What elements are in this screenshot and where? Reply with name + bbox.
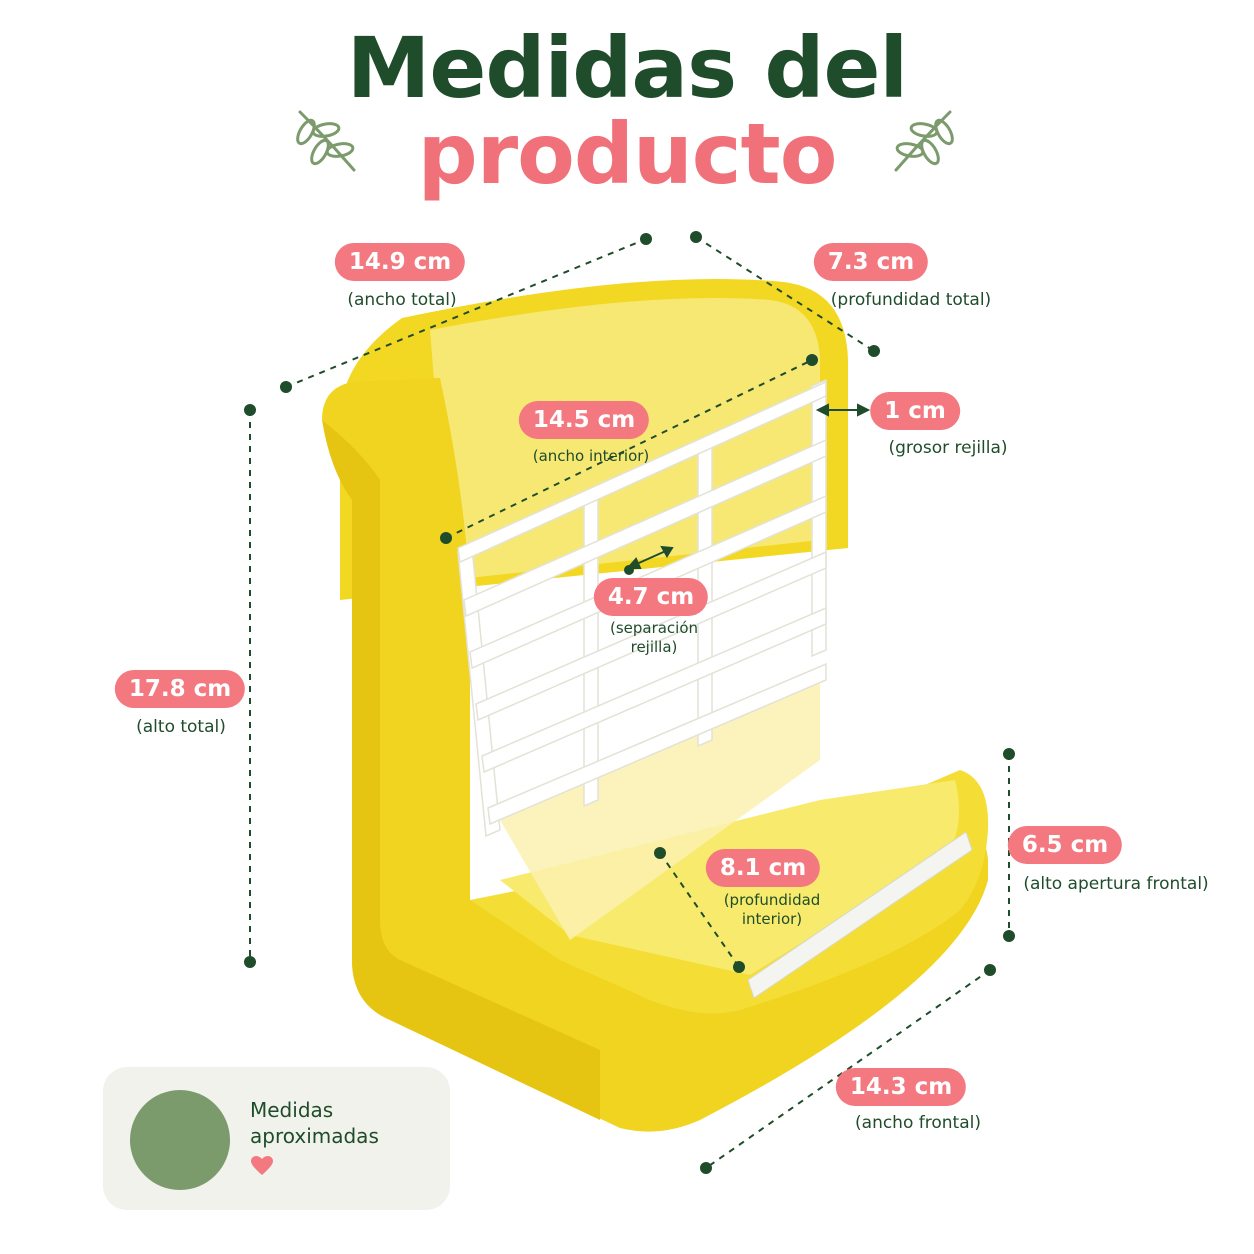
page-title-line-2: producto xyxy=(417,105,838,203)
feeder-back-inner xyxy=(430,298,820,580)
label-grosor-rejilla: 1 cm xyxy=(870,392,960,430)
label-ancho-frontal: 14.3 cm xyxy=(835,1068,967,1106)
caption-alto-total: (alto total) xyxy=(136,717,226,737)
left-leaf-icon xyxy=(296,110,356,172)
right-leaf-icon xyxy=(894,110,954,172)
label-profundidad-total: 7.3 cm xyxy=(813,243,929,281)
label-separacion-rejilla: 4.7 cm xyxy=(593,578,709,616)
caption-ancho-interior: (ancho interior) xyxy=(532,447,650,465)
separacion-arrow-icon xyxy=(624,545,674,575)
feeder-side-shade xyxy=(322,420,600,1120)
dim-line-ancho-interior xyxy=(445,359,813,539)
label-alto-apertura-frontal: 6.5 cm xyxy=(1007,826,1123,864)
caption-grosor-rejilla: (grosor rejilla) xyxy=(888,438,1008,458)
caption-ancho-frontal: (ancho frontal) xyxy=(855,1113,981,1133)
label-alto-total: 17.8 cm xyxy=(114,670,246,708)
caption-profundidad-total: (profundidad total) xyxy=(830,290,992,310)
page-title-line-1: Medidas del xyxy=(346,19,908,117)
caption-separacion-rejilla: (separación rejilla) xyxy=(609,619,699,656)
label-ancho-total: 14.9 cm xyxy=(334,243,466,281)
hay-feeder xyxy=(322,278,989,1132)
grid-back-panel xyxy=(500,680,820,940)
heart-icon xyxy=(251,1156,273,1175)
caption-alto-apertura-frontal: (alto apertura frontal) xyxy=(1023,874,1209,894)
label-ancho-interior: 14.5 cm xyxy=(518,401,650,439)
dim-line-ancho-total xyxy=(285,238,647,388)
label-profundidad-interior: 8.1 cm xyxy=(705,849,821,887)
caption-profundidad-interior: (profundidad interior) xyxy=(723,891,821,928)
note-text: Medidas aproximadas xyxy=(250,1098,379,1148)
note-card: Medidas aproximadas xyxy=(103,1067,450,1210)
note-icon-circle xyxy=(130,1090,230,1190)
grid-rack xyxy=(457,378,827,838)
caption-ancho-total: (ancho total) xyxy=(347,290,457,310)
grosor-arrow-icon xyxy=(815,403,871,417)
front-lip-strip xyxy=(747,831,973,999)
